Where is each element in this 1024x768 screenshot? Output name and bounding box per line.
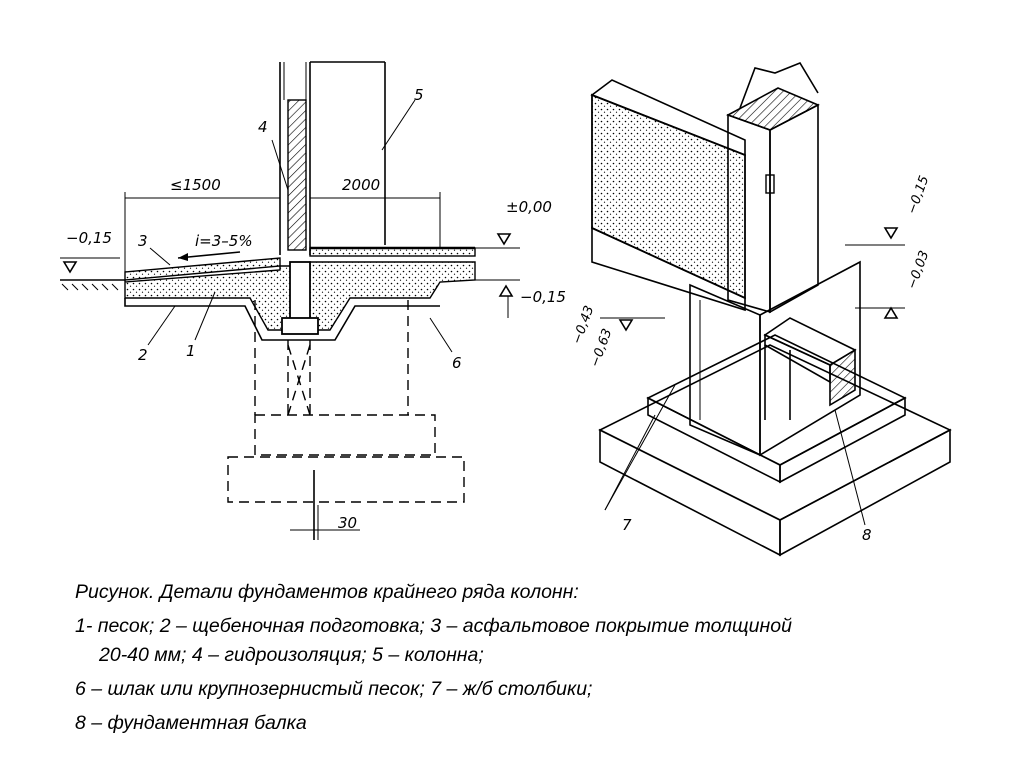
foundation-drawing: ≤1500 2000 i=3–5% 30 ±0,00 −0,15 −0,15 4… [60, 61, 952, 557]
label-4: 4 [258, 118, 268, 136]
caption-title: Рисунок. Детали фундаментов крайнего ряд… [75, 581, 579, 603]
dim-2000-label: 2000 [342, 176, 380, 194]
hydro-insulation [287, 99, 307, 251]
label-7: 7 [622, 516, 632, 534]
slope-label: i=3–5% [195, 232, 253, 250]
label-1: 1 [186, 342, 196, 360]
label-6: 6 [452, 354, 462, 372]
level-015-right-label: −0,15 [520, 288, 566, 306]
section-view: ≤1500 2000 i=3–5% 30 ±0,00 −0,15 −0,15 4… [60, 61, 566, 540]
dim-1500-label: ≤1500 [170, 176, 221, 194]
level-015-left-label: −0,15 [66, 229, 112, 247]
level-015-iso-label: −0,15 [905, 174, 933, 217]
caption-line-1a: 1- песок; 2 – щебеночная подготовка; 3 –… [75, 615, 792, 637]
label-5: 5 [414, 86, 424, 104]
isometric-view: −0,15 −0,03 −0,43 −0,63 7 8 [570, 62, 952, 557]
level-000-label: ±0,00 [506, 198, 552, 216]
figure-caption: Рисунок. Детали фундаментов крайнего ряд… [75, 578, 995, 743]
level-063-label: −0,63 [588, 327, 616, 370]
caption-line-3: 8 – фундаментная балка [75, 712, 307, 734]
label-8: 8 [862, 526, 872, 544]
caption-line-1: 1- песок; 2 – щебеночная подготовка; 3 –… [75, 612, 995, 670]
caption-line-2: 6 – шлак или крупнозернистый песок; 7 – … [75, 678, 593, 700]
label-3: 3 [138, 232, 148, 250]
level-003-label: −0,03 [905, 249, 933, 292]
caption-line-1b: 20-40 мм; 4 – гидроизоляция; 5 – колонна… [99, 644, 484, 666]
dim-30-label: 30 [338, 514, 357, 532]
level-043-label: −0,43 [570, 304, 598, 347]
label-2: 2 [138, 346, 148, 364]
